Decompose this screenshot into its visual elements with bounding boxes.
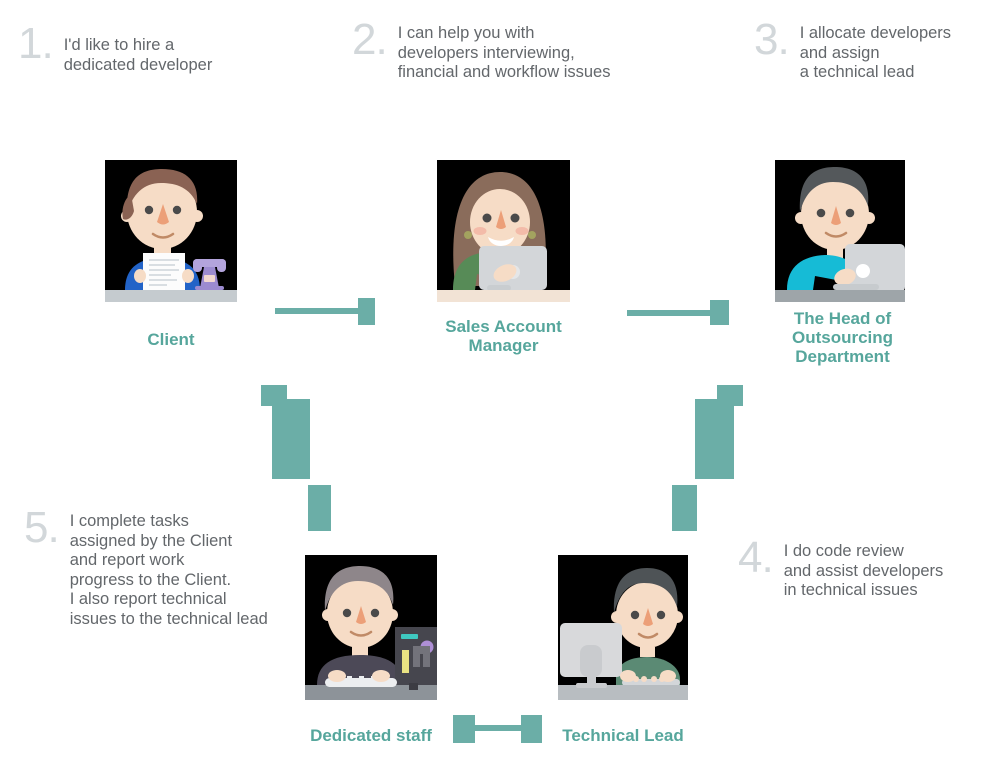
desk bbox=[775, 290, 905, 302]
step-5-number: 5. bbox=[24, 503, 60, 552]
desk bbox=[105, 290, 237, 302]
arrow-segment bbox=[672, 485, 697, 531]
woman-at-laptop-icon bbox=[437, 160, 570, 302]
step-4-text: I do code review and assist developers i… bbox=[784, 542, 944, 601]
man-with-document-and-phone-icon bbox=[105, 160, 237, 302]
label-line: Technical Lead bbox=[562, 726, 684, 745]
man-at-laptop-icon bbox=[775, 160, 905, 302]
step-1-number: 1. bbox=[18, 19, 54, 68]
text-line: developers interviewing, bbox=[397, 43, 575, 62]
label-line: Manager bbox=[468, 336, 539, 355]
man-behind-monitor-icon bbox=[558, 555, 688, 700]
desk bbox=[558, 685, 688, 700]
text-line: issues to the technical lead bbox=[69, 609, 268, 628]
label-line: Sales Account bbox=[445, 317, 562, 336]
text-line: in technical issues bbox=[783, 581, 918, 599]
step-2-text: I can help you with developers interview… bbox=[398, 24, 611, 83]
label-line: Client bbox=[147, 330, 195, 349]
desk bbox=[437, 290, 570, 302]
step-1: 1. I'd like to hire a dedicated develope… bbox=[18, 19, 213, 75]
text-line: I can help you with bbox=[397, 24, 535, 42]
text-line: financial and workflow issues bbox=[397, 63, 611, 81]
dedicated-staff-illustration bbox=[305, 555, 437, 700]
head-of-outsourcing-illustration bbox=[775, 160, 905, 302]
arrow-head bbox=[358, 298, 375, 325]
step-3-text: I allocate developers and assign a techn… bbox=[800, 24, 951, 83]
laptop-icon bbox=[845, 244, 905, 292]
dedicated-staff-label: Dedicated staff bbox=[294, 726, 448, 745]
text-line: assigned by the Client bbox=[69, 531, 233, 550]
client-illustration bbox=[105, 160, 237, 302]
arrow-shaft bbox=[627, 310, 710, 316]
arrow-segment bbox=[308, 485, 331, 531]
text-line: dedicated developer bbox=[63, 55, 213, 74]
arrow-shaft bbox=[275, 308, 358, 314]
desk bbox=[305, 685, 437, 700]
step-5: 5. I complete tasks assigned by the Clie… bbox=[24, 503, 268, 629]
text-line: I allocate developers bbox=[799, 24, 952, 42]
arrow-end bbox=[453, 715, 475, 743]
text-line: and report work bbox=[69, 551, 185, 569]
text-line: a technical lead bbox=[799, 63, 915, 81]
arrow-shaft bbox=[475, 725, 521, 731]
phone-icon bbox=[193, 259, 226, 290]
text-line: and assist developers bbox=[783, 561, 944, 580]
step-3: 3. I allocate developers and assign a te… bbox=[754, 15, 951, 83]
head-of-outsourcing-label: The Head of Outsourcing Department bbox=[771, 309, 914, 366]
label-line: Outsourcing bbox=[791, 328, 894, 347]
technical-lead-illustration bbox=[558, 555, 688, 700]
technical-lead-label: Technical Lead bbox=[547, 726, 699, 745]
label-line: Dedicated staff bbox=[310, 726, 432, 745]
step-2-number: 2. bbox=[352, 15, 388, 64]
step-4-number: 4. bbox=[738, 533, 774, 582]
text-line: I complete tasks bbox=[69, 512, 189, 530]
text-line: progress to the Client. bbox=[69, 570, 232, 589]
arrow-head bbox=[710, 300, 729, 325]
text-line: I'd like to hire a bbox=[63, 36, 175, 54]
step-5-text: I complete tasks assigned by the Client … bbox=[70, 512, 268, 629]
text-line: I also report technical bbox=[69, 590, 227, 608]
step-3-number: 3. bbox=[754, 15, 790, 64]
text-line: and assign bbox=[799, 43, 880, 62]
arrow-segment bbox=[695, 399, 734, 479]
arrow-end bbox=[521, 715, 542, 743]
label-line: Department bbox=[795, 347, 890, 366]
step-4: 4. I do code review and assist developer… bbox=[738, 533, 944, 601]
client-label: Client bbox=[105, 330, 237, 349]
arrow-segment bbox=[272, 399, 310, 479]
document-icon bbox=[143, 253, 185, 292]
step-1-text: I'd like to hire a dedicated developer bbox=[64, 36, 213, 75]
sales-account-manager-label: Sales Account Manager bbox=[430, 317, 577, 355]
text-line: I do code review bbox=[783, 542, 904, 560]
monitor-icon bbox=[395, 627, 437, 685]
sales-account-manager-illustration bbox=[437, 160, 570, 302]
monitor-back-icon bbox=[560, 623, 622, 685]
label-line: The Head of bbox=[793, 309, 892, 328]
step-2: 2. I can help you with developers interv… bbox=[352, 15, 611, 83]
man-at-desktop-computer-icon bbox=[305, 555, 437, 700]
